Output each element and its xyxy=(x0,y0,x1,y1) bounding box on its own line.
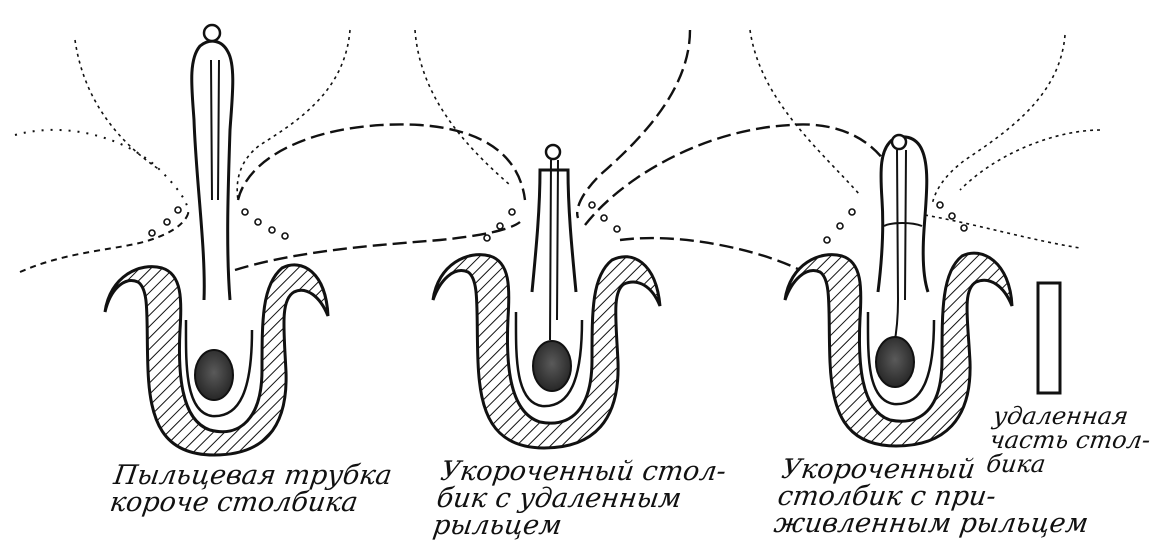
petal-line-2c xyxy=(415,30,510,185)
petal-line-1d xyxy=(237,30,350,200)
caption-removed-style-part: удаленная часть стол- бика xyxy=(985,404,1155,476)
petal-line-1a xyxy=(15,130,188,220)
caption-line: живленным рыльцем xyxy=(772,510,1090,537)
style-2 xyxy=(532,170,576,292)
ovule-1 xyxy=(195,350,233,400)
caption-line: удаленная xyxy=(992,404,1156,428)
caption-line: Пыльцевая трубка xyxy=(112,462,394,489)
caption-line: бик с удаленным xyxy=(435,485,724,512)
pollen-grain-1 xyxy=(204,25,220,41)
removed-style-segment xyxy=(1038,283,1060,393)
ovule-3 xyxy=(876,337,914,387)
flower-2 xyxy=(235,30,890,448)
petal-line-3d xyxy=(925,215,1080,248)
caption-shortened-style-removed-stigma: Укороченный стол- бик с удаленным рыльце… xyxy=(431,458,727,539)
pollen-grain-3 xyxy=(892,135,906,149)
caption-line: столбик с при- xyxy=(776,483,1094,510)
style-3 xyxy=(878,137,928,292)
petal-line-2e xyxy=(585,124,890,225)
petal-line-3a xyxy=(620,238,800,270)
petal-line-1b xyxy=(20,214,188,272)
flower-3 xyxy=(620,30,1100,446)
petal-line-3e xyxy=(960,130,1100,190)
petal-line-2a xyxy=(238,124,525,200)
caption-line: часть стол- xyxy=(988,428,1152,452)
petal-line-3c xyxy=(932,35,1065,205)
caption-line: короче столбика xyxy=(108,489,390,516)
flower-1 xyxy=(15,25,350,455)
petal-line-1c xyxy=(75,40,160,170)
caption-short-pollen-tube: Пыльцевая трубка короче столбика xyxy=(108,462,393,516)
ovule-2 xyxy=(533,341,571,391)
caption-line: бика xyxy=(985,452,1149,476)
petal-line-3b xyxy=(750,30,860,195)
petal-line-2d xyxy=(577,30,690,218)
caption-line: рыльцем xyxy=(431,512,720,539)
caption-line: Укороченный стол- xyxy=(439,458,728,485)
pollen-grain-2 xyxy=(546,145,560,159)
